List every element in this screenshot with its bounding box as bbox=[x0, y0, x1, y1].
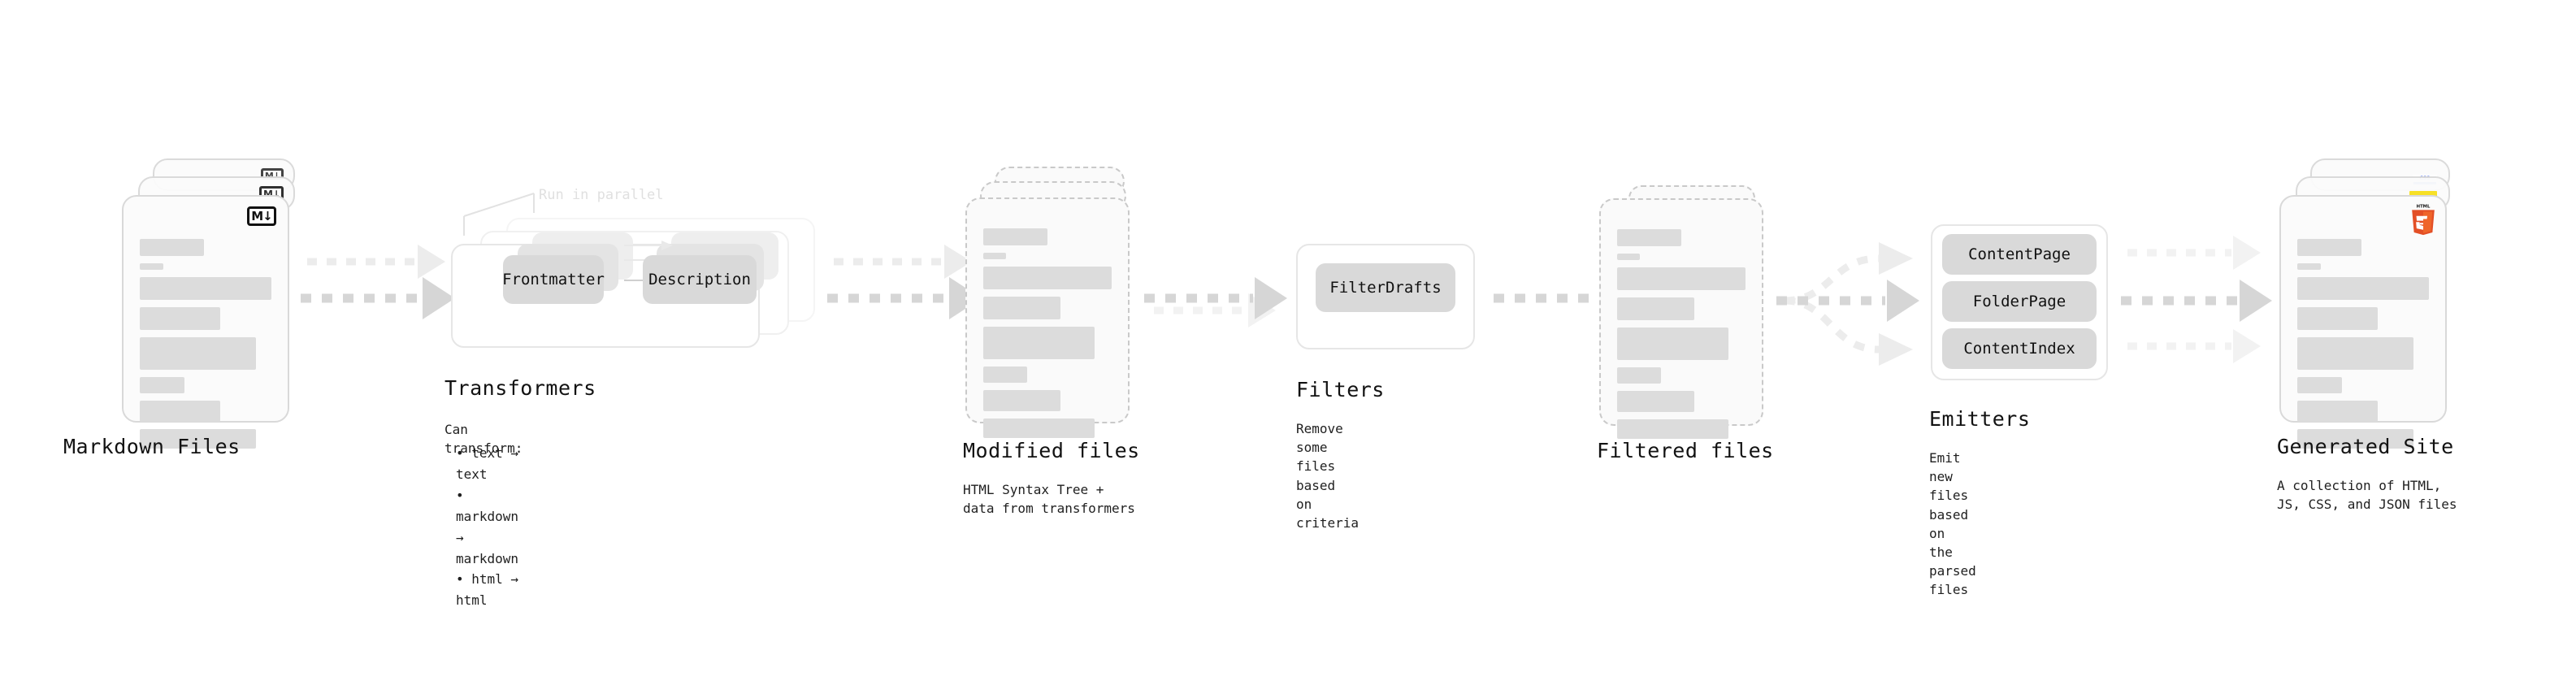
html5-icon: HTML bbox=[2409, 203, 2437, 236]
placeholder-bar bbox=[2297, 239, 2362, 256]
emitter-chip-contentindex[interactable]: ContentIndex bbox=[1942, 328, 2097, 369]
transformers-subtitle: Can transform: bbox=[445, 422, 523, 457]
modified-file-stack bbox=[965, 167, 1140, 438]
flow-arrow-markdown-to-transformers bbox=[301, 276, 455, 320]
placeholder-bar bbox=[983, 419, 1095, 438]
stage-modified-files: Modified files HTML Syntax Tree + data f… bbox=[963, 167, 1140, 516]
flow-arrow-filtered-to-emitters bbox=[1776, 279, 1919, 323]
generated-file-stack: CSS HTML bbox=[2279, 158, 2466, 449]
placeholder-bar bbox=[140, 277, 271, 300]
flow-arrow-ghost-upper bbox=[834, 244, 972, 280]
transformers-bullet-list: • text → text • markdown → markdown • ht… bbox=[445, 443, 518, 611]
placeholder-bar bbox=[983, 267, 1112, 289]
flow-arrow-ghost-upper bbox=[307, 244, 445, 280]
chip-label: Frontmatter bbox=[502, 271, 605, 288]
filter-chip-filterdrafts[interactable]: FilterDrafts bbox=[1316, 263, 1455, 312]
markdown-sheet-front: M↓ bbox=[122, 195, 289, 449]
placeholder-bar bbox=[1617, 327, 1729, 360]
markdown-icon: M↓ bbox=[247, 206, 276, 226]
placeholder-bar bbox=[140, 239, 205, 256]
stage-title-modified-files: Modified files bbox=[963, 439, 1140, 462]
stage-title-markdown-files: Markdown Files bbox=[63, 435, 241, 458]
placeholder-bar bbox=[1617, 419, 1729, 439]
list-item: • text → text bbox=[456, 445, 519, 482]
placeholder-bar bbox=[140, 429, 256, 449]
placeholder-bar bbox=[2297, 401, 2378, 422]
list-item: • html → html bbox=[456, 571, 519, 609]
placeholder-bar bbox=[1617, 297, 1694, 320]
stage-title-emitters: Emitters bbox=[1929, 407, 2031, 431]
stage-title-filtered-files: Filtered files bbox=[1597, 439, 1774, 462]
parallel-bracket-icon bbox=[463, 193, 535, 236]
chip-label: ContentPage bbox=[1968, 245, 2071, 263]
placeholder-bar bbox=[1617, 367, 1661, 384]
svg-text:HTML: HTML bbox=[2417, 205, 2431, 210]
filters-subtitle: Remove some files based on criteria bbox=[1296, 421, 1360, 531]
html5-shield-icon: HTML bbox=[2412, 205, 2435, 236]
generated-site-subtitle: A collection of HTML, JS, CSS, and JSON … bbox=[2277, 478, 2457, 513]
placeholder-bar bbox=[983, 253, 1007, 259]
placeholder-bar bbox=[140, 401, 220, 422]
placeholder-bar bbox=[983, 390, 1060, 411]
flow-arrow-emitters-to-site bbox=[2121, 279, 2272, 323]
placeholder-bar bbox=[983, 228, 1047, 245]
list-item: • markdown → markdown bbox=[456, 487, 519, 566]
placeholder-bar bbox=[2297, 429, 2413, 449]
generated-placeholder-lines bbox=[2297, 239, 2429, 449]
generated-sheet-front: HTML bbox=[2279, 195, 2447, 449]
placeholder-bar bbox=[2297, 263, 2322, 270]
placeholder-bar bbox=[983, 297, 1060, 319]
placeholder-bar bbox=[983, 327, 1095, 359]
stage-filtered-files: Filtered files bbox=[1597, 185, 1774, 462]
chip-label: Description bbox=[648, 271, 751, 288]
stage-title-generated-site: Generated Site bbox=[2277, 435, 2454, 458]
modified-files-subtitle: HTML Syntax Tree + data from transformer… bbox=[963, 482, 1135, 517]
filtered-placeholder-lines bbox=[1617, 229, 1746, 439]
flow-arrow-filtered-to-emitters-branches bbox=[1784, 242, 1913, 366]
placeholder-bar bbox=[1617, 254, 1641, 260]
stage-title-filters: Filters bbox=[1296, 378, 1385, 401]
placeholder-bar bbox=[2297, 307, 2378, 330]
modified-sheet-front bbox=[965, 197, 1130, 438]
chip-label: FolderPage bbox=[1972, 293, 2066, 310]
placeholder-bar bbox=[2297, 277, 2429, 300]
placeholder-bar bbox=[1617, 267, 1746, 290]
markdown-placeholder-lines bbox=[140, 239, 271, 449]
transformers-parallel-annotation: Run in parallel bbox=[539, 187, 664, 203]
placeholder-bar bbox=[1617, 229, 1681, 246]
placeholder-bar bbox=[2297, 337, 2413, 370]
modified-placeholder-lines bbox=[983, 228, 1112, 438]
flow-arrow-emitters-lower bbox=[2127, 328, 2261, 364]
placeholder-bar bbox=[140, 307, 220, 330]
placeholder-bar bbox=[983, 367, 1027, 383]
placeholder-bar bbox=[140, 377, 185, 393]
placeholder-bar bbox=[140, 263, 164, 270]
placeholder-bar bbox=[2297, 377, 2343, 393]
chip-label: ContentIndex bbox=[1963, 340, 2075, 358]
flow-arrow-transformers-to-modified bbox=[827, 276, 982, 320]
transformer-chip-frontmatter[interactable]: Frontmatter bbox=[502, 255, 605, 304]
emitter-chip-contentpage[interactable]: ContentPage bbox=[1942, 234, 2097, 275]
emitters-subtitle: Emit new files based on the parsed files bbox=[1929, 450, 1976, 598]
placeholder-bar bbox=[1617, 391, 1694, 412]
markdown-file-stack: M↓ M↓ M↓ bbox=[122, 158, 309, 449]
flow-arrow-modified-to-filters bbox=[1144, 276, 1287, 320]
placeholder-bar bbox=[140, 337, 256, 370]
emitter-chip-folderpage[interactable]: FolderPage bbox=[1942, 281, 2097, 322]
stage-generated-site: CSS HTML bbox=[2277, 158, 2466, 512]
stage-markdown-files: M↓ M↓ M↓ bbox=[63, 158, 309, 458]
chip-label: FilterDrafts bbox=[1329, 279, 1442, 297]
filtered-file-stack bbox=[1599, 185, 1774, 439]
flow-arrow-emitters-upper bbox=[2127, 235, 2261, 271]
filtered-sheet-front bbox=[1599, 198, 1763, 439]
transformer-chip-description[interactable]: Description bbox=[643, 255, 757, 304]
stage-title-transformers: Transformers bbox=[445, 376, 596, 400]
